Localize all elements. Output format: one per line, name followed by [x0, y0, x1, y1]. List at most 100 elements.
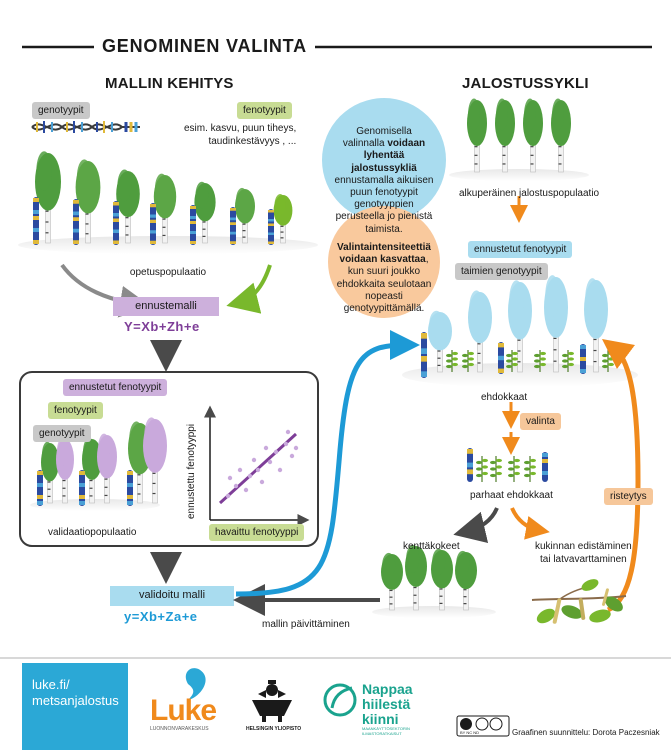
seedling-icon: [534, 350, 546, 372]
field-trials-label: kenttäkokeet: [403, 541, 460, 552]
chromosome-icon: [542, 452, 548, 482]
candidates-label: ehdokkaat: [481, 392, 528, 403]
birch-tree-icon: [584, 278, 608, 373]
chromosome-icon: [498, 342, 504, 374]
luke-logo-icon: [185, 668, 206, 700]
scatter-point: [273, 449, 279, 455]
nappaa-logo-icon: [323, 683, 357, 717]
scatter-point: [259, 479, 265, 485]
to-flowering-arrow: [510, 507, 550, 540]
validation-phenotype-tag: fenotyypit: [48, 402, 103, 419]
base-population-label: alkuperäinen jalostuspopulaatio: [459, 188, 600, 199]
luke-logo-text: Luke: [150, 694, 217, 727]
chromosome-icon: [73, 199, 79, 245]
birch-tree-icon: [381, 552, 403, 611]
birch-tree-icon: [143, 417, 167, 504]
blue-info-bubble: [322, 98, 446, 222]
cc-badge-text: BY NC ND: [460, 730, 480, 735]
right-heading: JALOSTUSSYKLI: [462, 75, 589, 92]
scatter-point: [277, 467, 283, 473]
scatter-point: [251, 457, 257, 463]
birch-tree-icon: [467, 98, 487, 173]
chromosome-icon: [37, 470, 43, 506]
birch-tree-icon: [82, 437, 102, 504]
birch-tree-icon: [508, 280, 532, 373]
birch-tree-icon: [75, 159, 101, 244]
birch-tree-icon: [551, 98, 571, 173]
model-update-label: mallin päivittäminen: [262, 619, 350, 630]
birch-tree-icon: [468, 290, 492, 373]
left-heading: MALLIN KEHITYS: [105, 75, 234, 92]
chromosome-icon: [467, 448, 473, 482]
crossing-cycle-arrow: [602, 338, 641, 613]
scatter-point: [255, 467, 261, 473]
best-candidates: [467, 448, 548, 482]
scatter-point: [263, 445, 269, 451]
seedling-icon: [490, 456, 502, 482]
validation-genotype-tag: genotyypit: [33, 425, 91, 442]
helsinki-university-logo-icon: [252, 680, 292, 722]
chromosome-icon: [580, 344, 586, 374]
phenotype-example: esim. kasvu, puun tiheys, taudinkestävyy…: [184, 123, 297, 147]
phenotype-arrow: [226, 264, 272, 314]
training-population-label: opetuspopulaatio: [129, 267, 207, 278]
luke-logo-subtitle: LUONNONVARAKESKUS: [150, 726, 209, 732]
scatter-point: [247, 473, 253, 479]
birch-branch-icon: [531, 579, 627, 624]
best-candidates-label: parhaat ehdokkaat: [470, 490, 553, 501]
validation-predicted-tag: ennustetut fenotyypit: [63, 379, 168, 396]
crossing-tag: risteytys: [604, 488, 653, 505]
birch-tree-icon: [495, 98, 515, 173]
orange-info-bubble: [328, 206, 440, 318]
validated-model-label: validoitu malli: [138, 589, 206, 601]
chromosome-icon: [190, 205, 196, 245]
page-title: GENOMINEN VALINTA: [94, 36, 315, 57]
design-credit: Graafinen suunnittelu: Dorota Paczesniak: [512, 728, 660, 737]
seedling-icon: [562, 350, 574, 372]
birch-tree-icon: [235, 187, 255, 244]
scatter-point: [283, 441, 289, 447]
nappaa-subtitle: MAANKÄYTTÖSEKTORIN ILMASTORATKAISUT: [362, 726, 410, 736]
creative-commons-icon: [456, 715, 510, 737]
birch-tree-icon: [153, 173, 177, 244]
birch-tree-icon: [455, 550, 477, 611]
birch-tree-icon: [194, 181, 216, 244]
flowering-label: kukinnan edistäminen tai latvavarttamine…: [535, 541, 632, 565]
scatter-point: [227, 475, 233, 481]
footer-url-panel: [22, 663, 128, 750]
model-formula: Y=Xb+Zh+e: [124, 319, 200, 334]
base-population-trees: [467, 98, 571, 173]
chromosome-icon: [33, 197, 39, 245]
validation-population-trees: [37, 417, 167, 506]
chromosome-icon: [268, 209, 274, 245]
genotype-tag: genotyypit: [32, 102, 90, 119]
birch-tree-icon: [35, 151, 61, 244]
scatter-point: [225, 493, 231, 499]
selection-tag: valinta: [520, 413, 561, 430]
nappaa-line2: hiilestä: [362, 696, 411, 712]
seedling-genotypes-tag: taimien genotyypit: [455, 263, 548, 280]
birch-tree-icon: [405, 544, 427, 611]
birch-tree-icon: [273, 194, 293, 244]
validation-scatter-plot: [204, 405, 310, 526]
scatter-point: [243, 487, 249, 493]
seedling-icon: [462, 350, 474, 372]
scatter-x-axis-label: havaittu fenotyyppi: [209, 524, 305, 541]
chromosome-icon: [113, 201, 119, 245]
birch-tree-icon: [56, 437, 74, 504]
seedling-icon: [476, 456, 488, 482]
candidate-trees: [421, 275, 614, 378]
hy-logo-text: HELSINGIN YLIOPISTO: [246, 726, 302, 732]
training-population-trees: [33, 151, 293, 245]
chromosome-icon: [79, 470, 85, 506]
scatter-point: [267, 459, 273, 465]
scatter-point: [289, 453, 295, 459]
chromosome-icon: [127, 470, 133, 506]
footer-url[interactable]: luke.fi/ metsanjalostus: [32, 677, 119, 709]
validation-population-label: validaatiopopulaatio: [48, 527, 137, 538]
seedling-icon: [524, 456, 536, 482]
field-trial-trees: [381, 544, 477, 611]
phenotype-tag: fenotyypit: [237, 102, 292, 119]
dna-helix-icon: [31, 121, 140, 133]
